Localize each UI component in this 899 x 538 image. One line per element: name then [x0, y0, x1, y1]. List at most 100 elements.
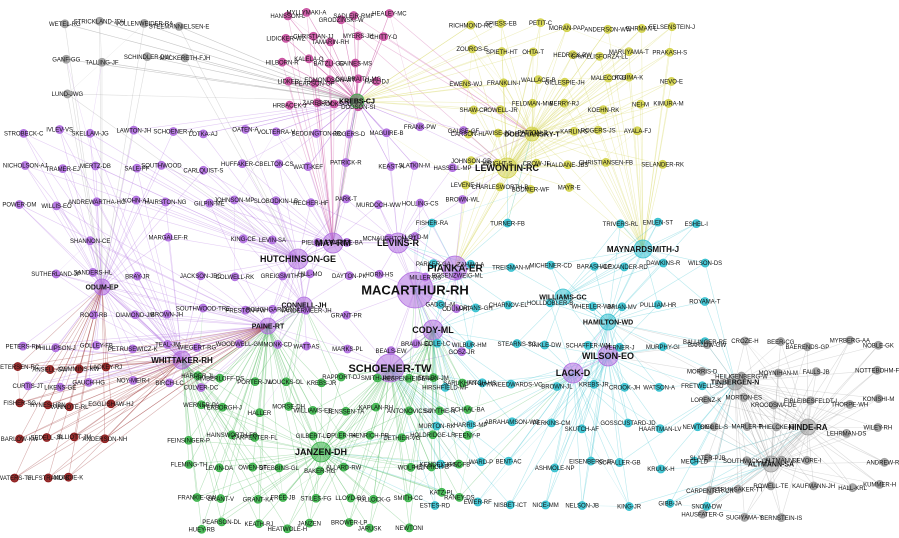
edge — [356, 27, 568, 102]
edge — [135, 199, 299, 260]
graph-node — [58, 164, 68, 174]
edge — [454, 163, 498, 269]
node-label: BAKER-HG — [304, 469, 336, 475]
graph-node — [880, 457, 889, 467]
edge — [285, 38, 334, 244]
edge — [282, 435, 371, 498]
node-label: STEBBINS-GL — [259, 466, 299, 472]
graph-node — [653, 217, 663, 227]
edge — [432, 329, 482, 463]
node-label: LIDKER — [278, 79, 300, 85]
edge — [770, 426, 809, 487]
graph-node — [698, 509, 707, 519]
edge — [669, 463, 772, 504]
graph-node — [799, 418, 817, 436]
node-label: HAINSWORTH-FR — [206, 433, 258, 439]
edge — [545, 372, 574, 506]
node-label: CROOK-JH — [609, 386, 640, 392]
node-label: BRAY-JR — [125, 274, 150, 280]
edge — [734, 381, 853, 488]
edge — [95, 165, 183, 361]
graph-node — [284, 76, 293, 86]
edge — [510, 372, 574, 385]
graph-node — [373, 373, 382, 383]
node-label: MACKERETH-FJH — [160, 56, 211, 62]
edge — [330, 41, 358, 102]
graph-node — [204, 198, 214, 208]
graph-node — [700, 258, 710, 268]
node-label: TULLOCK-G — [356, 497, 391, 503]
graph-node — [384, 9, 394, 18]
edge — [96, 325, 269, 346]
edge — [607, 223, 621, 323]
node-label: LEHRMAN-DS — [827, 432, 867, 438]
graph-node — [324, 59, 334, 68]
edge — [389, 367, 460, 498]
graph-node — [215, 373, 225, 383]
edge — [101, 286, 134, 350]
edge — [506, 54, 573, 169]
edge — [316, 100, 358, 134]
graph-node — [301, 305, 311, 315]
graph-node — [471, 303, 481, 313]
graph-node — [440, 382, 450, 392]
edge — [642, 248, 659, 305]
edge — [669, 426, 809, 504]
edge — [550, 248, 644, 266]
node-label: BARASH-DP — [577, 265, 612, 271]
edge — [267, 325, 321, 472]
edge — [167, 236, 299, 260]
node-label: ROGERS-JS — [581, 128, 616, 134]
node-label: HAUSFATER-G — [681, 512, 724, 518]
graph-node — [436, 459, 446, 469]
edge — [328, 63, 358, 102]
edge — [320, 451, 409, 499]
edge — [200, 404, 322, 453]
edge — [136, 167, 183, 361]
edge — [707, 426, 809, 459]
edge — [306, 12, 358, 102]
graph-node — [386, 162, 396, 171]
node-label: BENT-AC — [496, 459, 523, 465]
edge — [581, 428, 630, 507]
edge — [707, 457, 772, 465]
edge — [780, 341, 809, 428]
edge — [277, 258, 299, 345]
graph-node — [658, 258, 668, 268]
edge — [465, 83, 508, 169]
node-label: SOUTHWOOD-TRE — [176, 306, 230, 312]
graph-node — [229, 195, 239, 205]
node-label: SKUTCH-AF — [565, 427, 600, 433]
node-label: SKELLAM-JG — [71, 132, 109, 138]
graph-node — [374, 269, 384, 279]
graph-node — [278, 271, 288, 281]
node-label: IVLEV-VS — [46, 128, 73, 134]
edge — [744, 463, 772, 518]
edge — [282, 367, 391, 498]
edge — [642, 164, 663, 250]
edge — [516, 296, 564, 344]
graph-node — [802, 456, 812, 465]
edge — [477, 422, 552, 503]
edge — [389, 367, 460, 465]
edge — [778, 372, 782, 461]
graph-node — [336, 15, 346, 25]
graph-node — [168, 127, 178, 136]
edge — [607, 248, 644, 323]
edge — [607, 29, 644, 250]
node-label: MORSE-DH — [272, 405, 305, 411]
graph-node — [845, 335, 855, 345]
node-label: HEDRICK-PW — [553, 53, 592, 59]
node-label: SADLEIR-RMF — [333, 14, 374, 20]
graph-node — [192, 493, 202, 502]
node-label: MENGE-BA — [331, 241, 363, 247]
node-label: MARUYAMA-T — [609, 50, 649, 56]
graph-node — [665, 499, 675, 508]
node-label: HUFFAKER-CB — [221, 162, 263, 168]
edge — [744, 340, 779, 374]
edge — [64, 23, 358, 102]
edge — [694, 381, 736, 462]
edge — [590, 321, 609, 462]
edge — [101, 286, 269, 327]
edge — [628, 463, 772, 507]
